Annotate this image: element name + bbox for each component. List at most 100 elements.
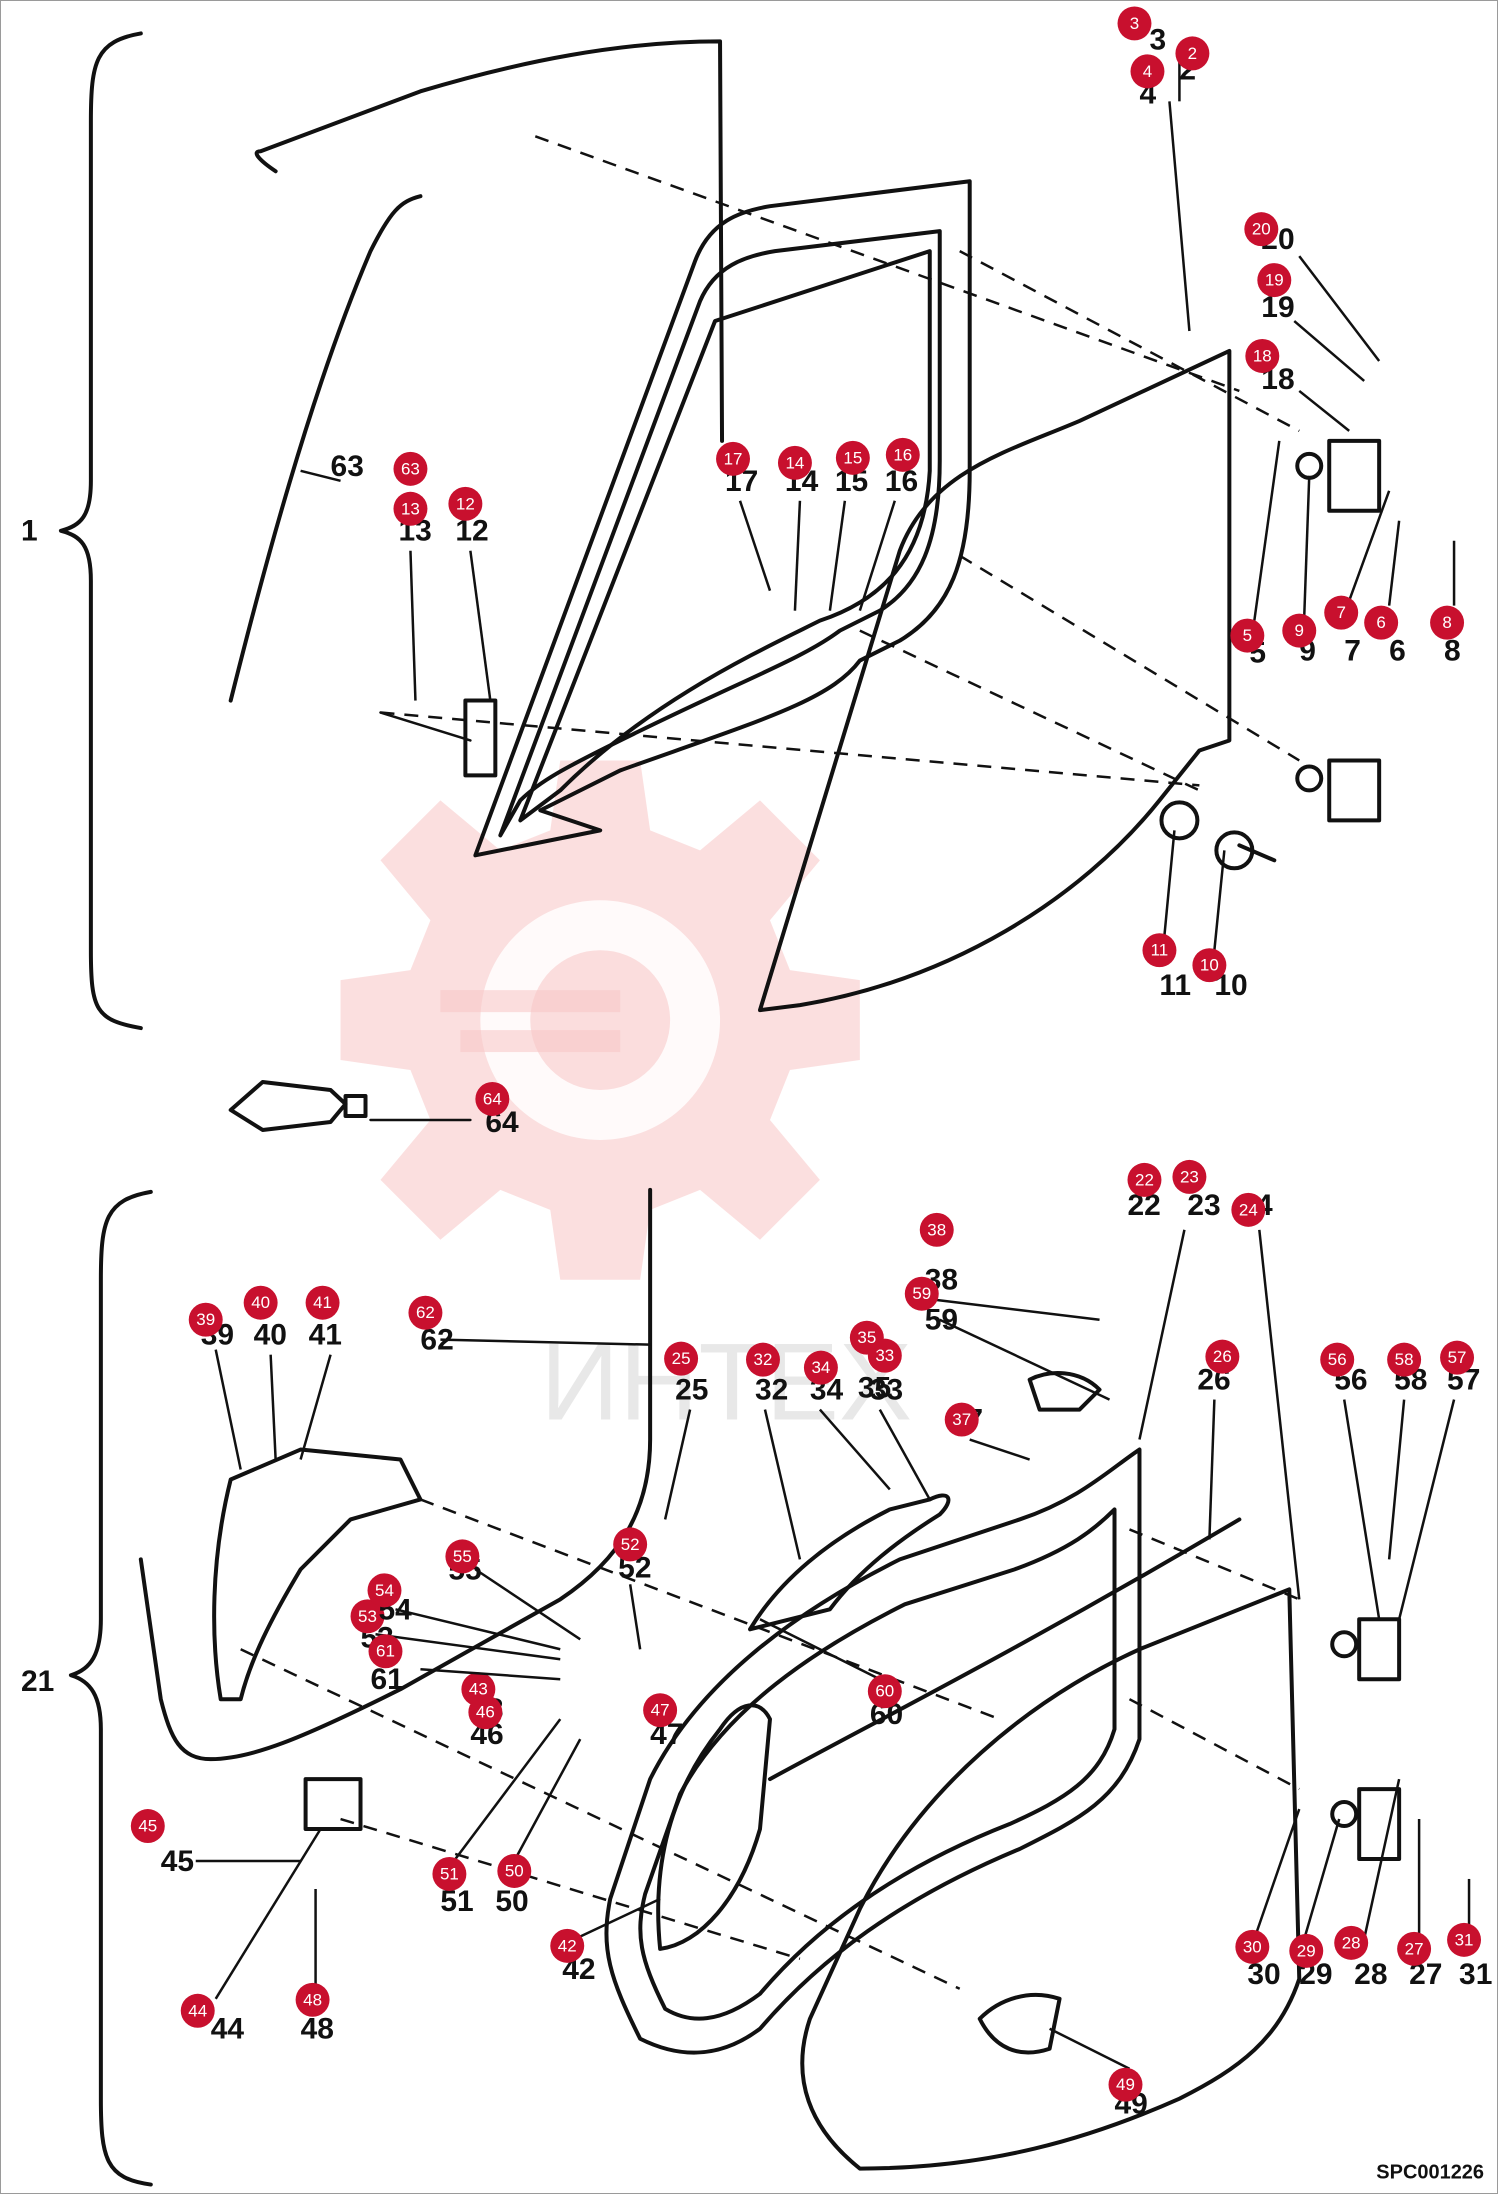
callout-badge-54[interactable]: 54 xyxy=(367,1573,402,1608)
callout-leader-58 xyxy=(1387,1399,1406,1560)
callout-leader-39 xyxy=(214,1349,242,1470)
callout-badge-24[interactable]: 24 xyxy=(1231,1192,1266,1227)
callout-badge-61[interactable]: 61 xyxy=(368,1634,403,1669)
svg-text:28: 28 xyxy=(1342,1933,1361,1952)
callout-badge-32[interactable]: 32 xyxy=(746,1342,780,1377)
callout-badge-50[interactable]: 50 xyxy=(497,1853,532,1888)
callout-badge-46[interactable]: 46 xyxy=(468,1695,503,1730)
callout-number-59: 59 xyxy=(925,1304,958,1337)
svg-text:33: 33 xyxy=(875,1346,894,1365)
callout-badge-13[interactable]: 13 xyxy=(393,491,428,526)
group-21-brace xyxy=(68,1189,153,2187)
svg-text:12: 12 xyxy=(456,494,475,513)
callout-badge-26[interactable]: 26 xyxy=(1205,1339,1240,1374)
callout-leader-19 xyxy=(1293,320,1365,382)
callout-leader-17 xyxy=(738,500,772,592)
svg-text:30: 30 xyxy=(1243,1937,1262,1956)
callout-badge-35[interactable]: 35 xyxy=(849,1320,884,1355)
callout-badge-27[interactable]: 27 xyxy=(1397,1931,1432,1966)
callout-badge-10[interactable]: 10 xyxy=(1192,948,1227,983)
callout-badge-7[interactable]: 7 xyxy=(1324,595,1359,630)
callout-badge-5[interactable]: 5 xyxy=(1230,618,1265,653)
callout-badge-53[interactable]: 53 xyxy=(350,1599,385,1634)
callout-number-11: 11 xyxy=(1159,969,1191,1002)
callout-badge-28[interactable]: 28 xyxy=(1334,1925,1369,1960)
callout-badge-59[interactable]: 59 xyxy=(904,1276,939,1311)
callout-leader-7 xyxy=(1348,490,1391,602)
callout-badge-31[interactable]: 31 xyxy=(1447,1922,1482,1957)
lower-dash-lines xyxy=(240,1498,1300,1990)
callout-badge-23[interactable]: 23 xyxy=(1172,1159,1207,1194)
callout-badge-30[interactable]: 30 xyxy=(1235,1929,1270,1964)
callout-number-32: 32 xyxy=(755,1374,788,1407)
callout-badge-58[interactable]: 58 xyxy=(1387,1342,1422,1377)
callout-badge-16[interactable]: 16 xyxy=(885,437,920,472)
callout-badge-34[interactable]: 34 xyxy=(803,1350,838,1385)
callout-badge-51[interactable]: 51 xyxy=(432,1856,467,1891)
callout-badge-29[interactable]: 29 xyxy=(1289,1933,1324,1968)
svg-text:50: 50 xyxy=(505,1861,524,1880)
callout-badge-12[interactable]: 12 xyxy=(448,486,483,521)
callout-badge-64[interactable]: 64 xyxy=(475,1082,510,1116)
svg-text:46: 46 xyxy=(476,1703,495,1722)
callout-badge-55[interactable]: 55 xyxy=(445,1539,480,1574)
svg-text:51: 51 xyxy=(440,1864,459,1883)
callout-badge-48[interactable]: 48 xyxy=(295,1982,330,2017)
callout-badge-52[interactable]: 52 xyxy=(613,1527,648,1562)
callout-badge-60[interactable]: 60 xyxy=(867,1674,902,1709)
callout-badge-62[interactable]: 62 xyxy=(408,1295,443,1330)
callout-badge-15[interactable]: 15 xyxy=(835,440,870,475)
callout-badge-6[interactable]: 6 xyxy=(1364,605,1399,640)
callout-badge-37[interactable]: 37 xyxy=(944,1402,979,1437)
svg-text:43: 43 xyxy=(469,1680,488,1699)
callout-badge-9[interactable]: 9 xyxy=(1282,613,1317,648)
callout-badge-39[interactable]: 39 xyxy=(188,1302,223,1337)
callout-badge-45[interactable]: 45 xyxy=(130,1809,165,1844)
callout-8: 88 xyxy=(1430,540,1465,668)
callout-badge-38[interactable]: 38 xyxy=(919,1212,954,1247)
callout-badge-63[interactable]: 63 xyxy=(393,451,428,486)
callout-leader-6 xyxy=(1387,520,1401,606)
callout-badge-47[interactable]: 47 xyxy=(643,1693,678,1728)
callout-number-48: 48 xyxy=(301,2013,334,2046)
callout-badge-3[interactable]: 3 xyxy=(1117,6,1152,41)
svg-text:47: 47 xyxy=(651,1701,670,1720)
callout-badge-25[interactable]: 25 xyxy=(664,1341,699,1376)
callout-number-8: 8 xyxy=(1444,635,1461,668)
svg-text:3: 3 xyxy=(1130,14,1139,33)
callout-badge-8[interactable]: 8 xyxy=(1430,605,1465,640)
svg-text:34: 34 xyxy=(811,1358,830,1377)
callout-badge-19[interactable]: 19 xyxy=(1257,263,1292,298)
callout-leader-10 xyxy=(1213,850,1226,951)
callout-badge-20[interactable]: 20 xyxy=(1244,212,1279,247)
callout-leader-14 xyxy=(793,500,802,611)
callout-badge-40[interactable]: 40 xyxy=(243,1285,278,1320)
svg-text:58: 58 xyxy=(1395,1350,1414,1369)
callout-badge-56[interactable]: 56 xyxy=(1320,1342,1355,1377)
callout-badge-44[interactable]: 44 xyxy=(180,1993,215,2028)
callout-badge-14[interactable]: 14 xyxy=(777,445,812,480)
callout-badge-2[interactable]: 2 xyxy=(1175,36,1210,71)
callout-number-7: 7 xyxy=(1344,635,1361,668)
callout-badge-49[interactable]: 49 xyxy=(1108,2067,1143,2102)
callout-badge-57[interactable]: 57 xyxy=(1440,1340,1475,1375)
callout-badge-11[interactable]: 11 xyxy=(1142,933,1177,968)
callout-badge-17[interactable]: 17 xyxy=(716,441,750,476)
callout-number-23: 23 xyxy=(1187,1189,1220,1222)
svg-text:14: 14 xyxy=(786,453,805,472)
svg-text:31: 31 xyxy=(1455,1930,1474,1949)
callout-badge-4[interactable]: 4 xyxy=(1130,54,1165,89)
callout-badge-18[interactable]: 18 xyxy=(1245,339,1280,373)
callout-badge-22[interactable]: 22 xyxy=(1127,1162,1162,1197)
callout-badge-42[interactable]: 42 xyxy=(550,1928,585,1963)
callout-badge-41[interactable]: 41 xyxy=(305,1285,340,1320)
